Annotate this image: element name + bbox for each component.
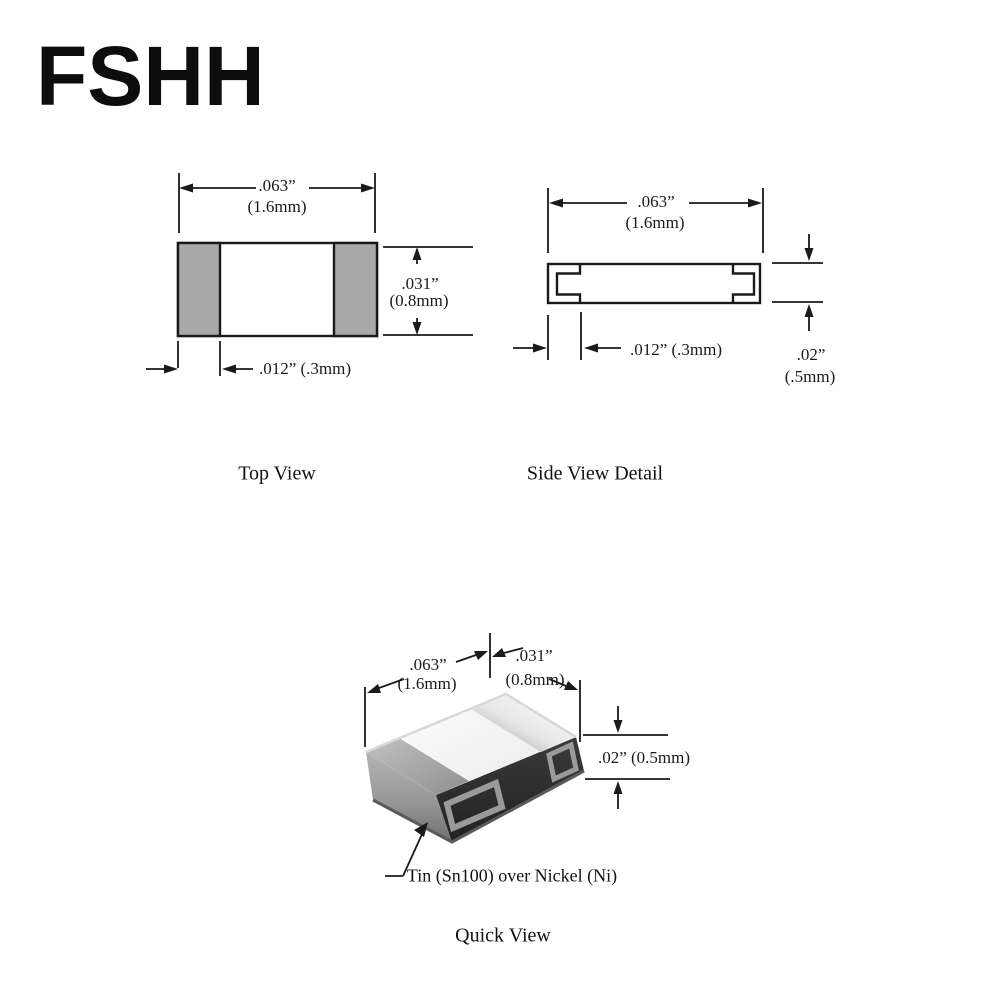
chip-top-far-terminal — [471, 694, 576, 752]
top-view-right-terminal — [332, 241, 379, 338]
top-view-width-mm: (0.8mm) — [389, 291, 449, 310]
side-view-chip-profile — [546, 262, 762, 305]
chip-side-near-terminal-wrap — [443, 778, 506, 833]
chip-side-far-terminal-wrap — [546, 741, 579, 783]
side-view-length-dimension — [547, 188, 764, 253]
top-view-length-mm: (1.6mm) — [247, 197, 307, 216]
arrow-left-icon — [584, 343, 598, 353]
top-view-length-in: .063” — [258, 176, 296, 195]
top-view-cap-dimension — [146, 341, 253, 376]
brand-logo: FSHH — [36, 29, 265, 123]
plating-note: Tin (Sn100) over Nickel (Ni) — [406, 865, 618, 886]
arrow-left-icon — [222, 364, 236, 374]
chip-side-face — [436, 737, 584, 842]
quick-view-plating-leader — [385, 822, 428, 877]
quick-view-width-in: .031” — [515, 646, 553, 665]
arrow-left-down-icon — [492, 648, 506, 657]
arrow-right-icon — [748, 198, 762, 208]
quick-view-width-mm: (0.8mm) — [505, 670, 565, 689]
top-view-chip-body — [176, 241, 379, 338]
arrow-right-down-icon — [564, 681, 578, 690]
top-view-length-dimension — [178, 173, 376, 233]
side-view-height-dimension — [772, 234, 823, 331]
chip-bottom-edge — [372, 769, 585, 844]
chip-top-near-terminal — [366, 738, 469, 795]
side-view-left-terminal — [555, 265, 582, 302]
quick-view-chip-3d — [365, 692, 585, 844]
arrow-down-icon — [613, 720, 623, 733]
quick-view-length-in: .063” — [409, 655, 447, 674]
arrow-right-icon — [164, 364, 178, 374]
arrow-up-right-icon — [414, 822, 428, 837]
arrow-up-icon — [613, 781, 623, 794]
arrow-right-up-icon — [474, 651, 488, 660]
arrow-left-icon — [179, 183, 193, 193]
side-view-length-mm: (1.6mm) — [625, 213, 685, 232]
arrow-up-icon — [804, 304, 814, 317]
side-view-label: Side View Detail — [526, 462, 664, 485]
arrow-left-icon — [549, 198, 563, 208]
arrow-right-icon — [533, 343, 547, 353]
top-view-cap-dim: .012” (.3mm) — [258, 359, 352, 378]
quick-view-height-dim: .02” (0.5mm) — [597, 748, 691, 767]
side-view-length-in: .063” — [637, 192, 675, 211]
top-view-drawing — [146, 173, 473, 376]
arrow-right-icon — [361, 183, 375, 193]
quick-view-width-dimension — [492, 647, 581, 742]
arrow-down-icon — [804, 248, 814, 261]
side-view-cap-dimension — [513, 312, 621, 360]
arrow-down-icon — [412, 322, 422, 335]
top-view-label: Top View — [238, 462, 316, 485]
arrow-up-icon — [412, 247, 422, 260]
top-view-width-in: .031” — [401, 274, 439, 293]
side-view-cap-dim: .012” (.3mm) — [629, 340, 723, 359]
side-view-height-in: .02” — [796, 345, 826, 364]
quick-view-label: Quick View — [455, 924, 551, 947]
chip-top-bevel — [365, 692, 577, 754]
top-view-width-dimension — [383, 246, 473, 336]
side-view-drawing — [513, 188, 823, 360]
quick-view-length-mm: (1.6mm) — [397, 674, 457, 693]
quick-view-drawing — [364, 633, 670, 877]
arrow-left-down-icon — [367, 684, 381, 693]
top-view-left-terminal — [176, 241, 222, 338]
quick-view-length-dimension — [364, 633, 491, 747]
side-view-right-terminal — [731, 265, 756, 302]
quick-view-height-dimension — [583, 706, 670, 809]
chip-left-end-face — [366, 752, 452, 842]
side-view-height-mm: (.5mm) — [784, 367, 836, 386]
